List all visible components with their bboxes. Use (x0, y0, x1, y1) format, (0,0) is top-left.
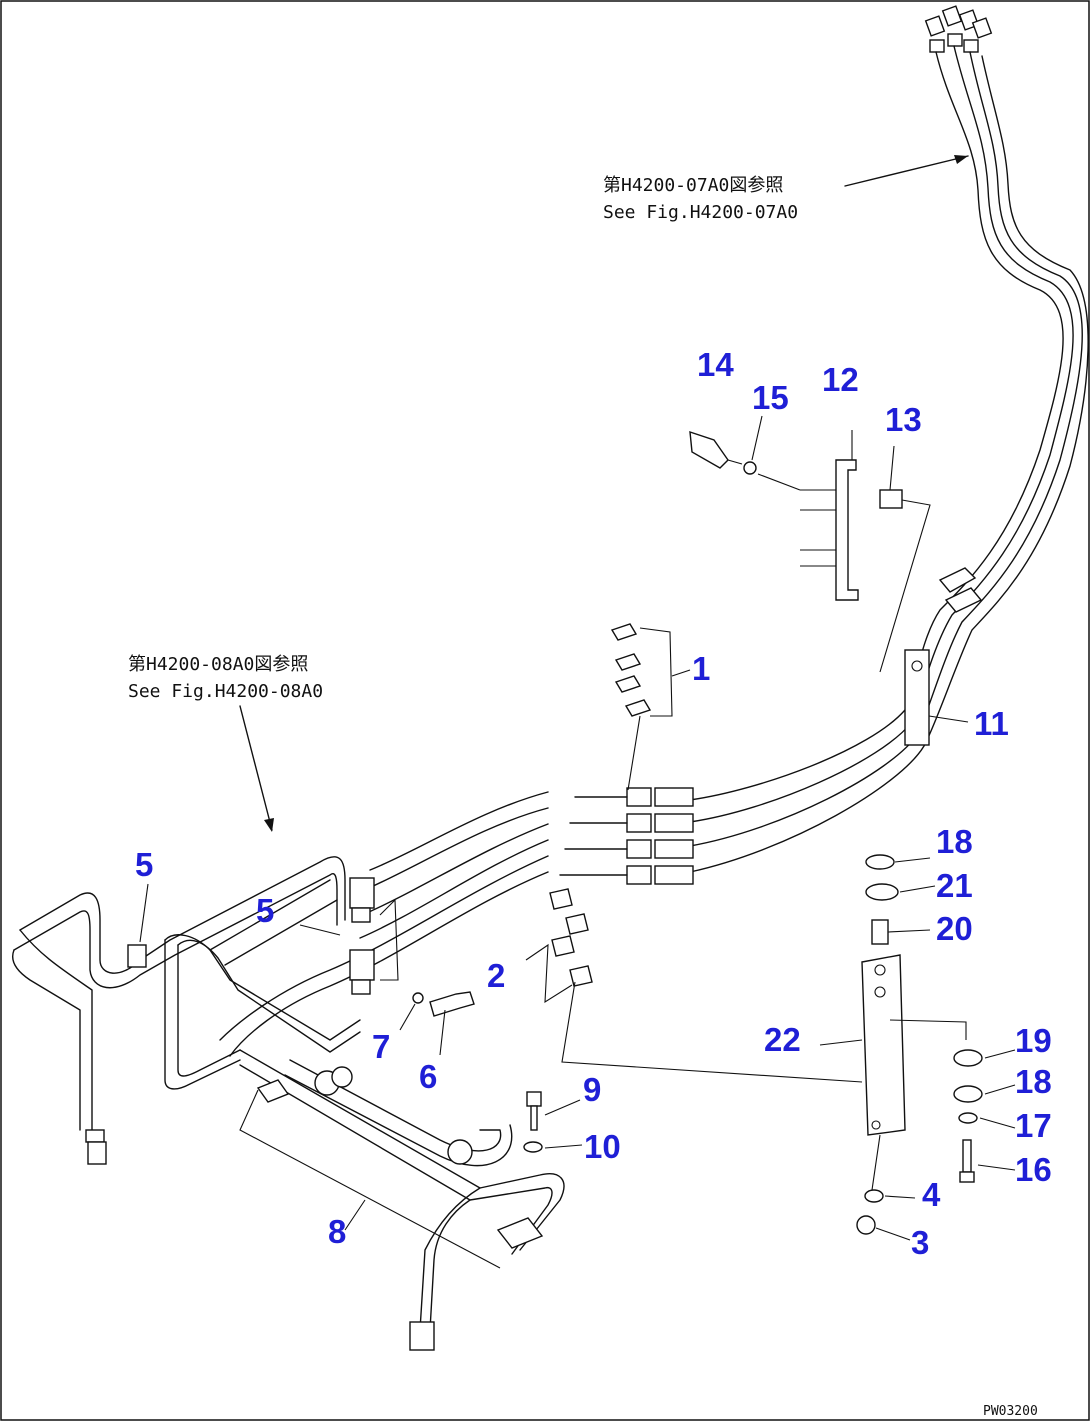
drawing-code: PW03200 (983, 1404, 1038, 1419)
pipes-middle (219, 791, 628, 1057)
callout-6: 6 (419, 1058, 437, 1095)
callout-5b: 5 (256, 892, 274, 929)
clamps-5 (127, 877, 399, 995)
clamp-assembly-upper (689, 415, 931, 673)
callout-3: 3 (911, 1224, 929, 1261)
callout-17: 17 (1015, 1107, 1052, 1144)
callout-12: 12 (822, 361, 859, 398)
callout-2: 2 (487, 957, 505, 994)
callout-14: 14 (697, 346, 734, 383)
callout-18b: 18 (1015, 1063, 1052, 1100)
callout-13: 13 (885, 401, 922, 438)
callout-7: 7 (372, 1028, 390, 1065)
callout-9: 9 (583, 1071, 601, 1108)
left-pipe-frame (12, 856, 565, 1351)
callout-8: 8 (328, 1213, 346, 1250)
callout-16: 16 (1015, 1151, 1052, 1188)
reference-left-jp: 第H4200-08A0図参照 (128, 654, 308, 675)
clips-2 (525, 888, 863, 1083)
callout-22: 22 (764, 1021, 801, 1058)
bolt-6-washer-7 (399, 991, 475, 1056)
bracket-22-assembly (819, 854, 1016, 1241)
callout-10: 10 (584, 1128, 621, 1165)
callout-19: 19 (1015, 1022, 1052, 1059)
callout-18a: 18 (936, 823, 973, 860)
callout-1: 1 (692, 650, 710, 687)
top-hose-fittings (924, 5, 993, 53)
callout-11: 11 (974, 705, 1009, 742)
bolt-9-washer-10 (523, 1091, 583, 1153)
bracket-11 (904, 649, 969, 746)
reference-top-en: See Fig.H4200-07A0 (603, 202, 798, 223)
callout-4: 4 (922, 1176, 941, 1213)
hose-bundle (689, 5, 1089, 873)
callout-21: 21 (936, 867, 973, 904)
reference-top-jp: 第H4200-07A0図参照 (603, 175, 783, 196)
clamp-8 (239, 1079, 544, 1269)
reference-left-en: See Fig.H4200-08A0 (128, 681, 323, 702)
adapters (610, 623, 694, 885)
callout-15: 15 (752, 379, 789, 416)
callout-20: 20 (936, 910, 973, 947)
callout-5a: 5 (135, 846, 153, 883)
